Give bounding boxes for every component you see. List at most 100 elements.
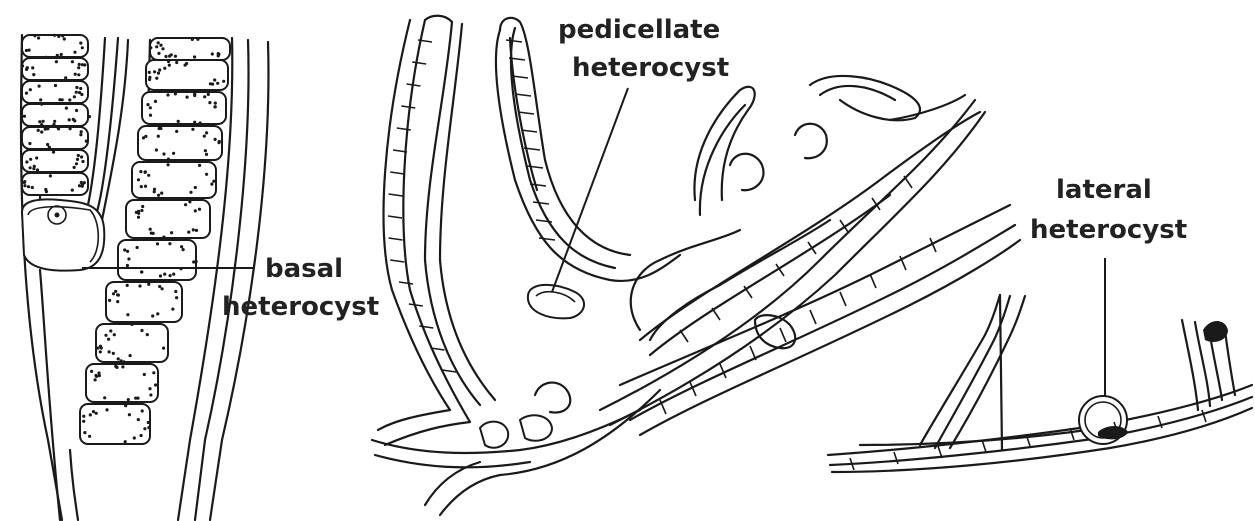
- granule-dot: [137, 418, 140, 421]
- granule-dot: [48, 146, 51, 149]
- granule-dot: [68, 98, 71, 101]
- granule-dot: [53, 34, 56, 37]
- granule-dot: [167, 158, 170, 161]
- granule-dot: [147, 421, 150, 424]
- granule-dot: [95, 375, 98, 378]
- granule-dot: [32, 73, 35, 76]
- granule-dot: [90, 370, 93, 373]
- pedicellate-label-line2: heterocyst: [572, 53, 729, 83]
- granule-dot: [126, 313, 129, 316]
- left-filaments: [21, 34, 269, 520]
- cell-wall: [750, 346, 756, 360]
- granule-dot: [143, 373, 146, 376]
- granule-dot: [159, 127, 162, 130]
- granule-dot: [21, 64, 24, 67]
- granule-dot: [150, 232, 153, 235]
- granule-dot: [120, 359, 123, 362]
- granule-dot: [81, 183, 84, 186]
- granule-dot: [199, 121, 202, 124]
- granule-dot: [140, 434, 143, 437]
- granule-dot: [130, 323, 133, 326]
- cell-wall: [388, 216, 402, 218]
- cell-wall: [518, 112, 534, 114]
- granule-dot: [46, 127, 49, 130]
- granule-dot: [157, 41, 160, 44]
- granule-dot: [146, 103, 149, 106]
- cell-wall: [780, 328, 786, 342]
- granule-dot: [147, 283, 150, 286]
- granule-dot: [42, 120, 45, 123]
- granule-dot: [69, 127, 72, 130]
- granule-dot: [49, 174, 52, 177]
- granule-dot: [144, 135, 147, 138]
- granule-dot: [108, 299, 111, 302]
- cell-wall: [442, 370, 456, 372]
- granule-dot: [96, 347, 99, 350]
- granule-dot: [155, 45, 158, 48]
- granule-dot: [64, 76, 67, 79]
- granule-dot: [193, 55, 196, 58]
- granule-dot: [149, 393, 152, 396]
- granule-dot: [88, 435, 91, 438]
- granule-dot: [159, 44, 162, 47]
- cell: [96, 324, 168, 362]
- granule-dot: [188, 200, 191, 203]
- granule-dot: [149, 114, 152, 117]
- cell: [80, 404, 150, 444]
- granule-dot: [37, 36, 40, 39]
- granule-dot: [205, 131, 208, 134]
- cell-wall: [409, 304, 423, 306]
- cell-wall: [712, 308, 720, 320]
- granule-dot: [137, 212, 140, 215]
- granule-dot: [222, 80, 225, 83]
- cell: [22, 35, 88, 57]
- granule-dot: [75, 91, 78, 94]
- granule-dot: [85, 140, 88, 143]
- granule-dot: [146, 333, 149, 336]
- granule-dot: [212, 180, 215, 183]
- granule-dot: [39, 98, 42, 101]
- cell-wall: [389, 194, 403, 196]
- cell-wall: [1202, 410, 1206, 422]
- granule-dot: [158, 285, 161, 288]
- cell-wall: [506, 40, 522, 42]
- cell-wall: [533, 202, 549, 204]
- granule-dot: [217, 53, 220, 56]
- granule-dot: [141, 205, 144, 208]
- granule-dot: [163, 67, 166, 70]
- granule-dot: [40, 130, 43, 133]
- cell-wall: [808, 242, 816, 254]
- granule-dot: [81, 46, 84, 49]
- granule-dot: [79, 42, 82, 45]
- granule-dot: [52, 123, 55, 126]
- cell-wall: [904, 176, 912, 188]
- granule-dot: [162, 236, 165, 239]
- granule-dot: [203, 135, 206, 138]
- granule-dot: [92, 410, 95, 413]
- granule-dot: [151, 314, 154, 317]
- granule-dot: [82, 415, 85, 418]
- granule-dot: [177, 120, 180, 123]
- granule-dot: [27, 185, 30, 188]
- granule-dot: [211, 52, 214, 55]
- granule-dot: [140, 329, 143, 332]
- granule-dot: [68, 118, 71, 121]
- cell: [22, 173, 88, 195]
- granule-dot: [128, 413, 131, 416]
- granule-dot: [56, 102, 59, 105]
- granule-dot: [172, 152, 175, 155]
- granule-dot: [194, 209, 197, 212]
- granule-dot: [210, 183, 213, 186]
- granule-dot: [73, 51, 76, 54]
- granule-dot: [29, 166, 32, 169]
- lateral-label-line2: heterocyst: [1030, 215, 1187, 245]
- cell-wall: [397, 128, 411, 130]
- granule-dot: [149, 106, 152, 109]
- granule-dot: [88, 115, 91, 118]
- granule-dot: [44, 128, 47, 131]
- cell: [138, 126, 222, 160]
- granule-dot: [166, 93, 169, 96]
- granule-dot: [117, 357, 120, 360]
- granule-dot: [216, 82, 219, 85]
- granule-dot: [170, 231, 173, 234]
